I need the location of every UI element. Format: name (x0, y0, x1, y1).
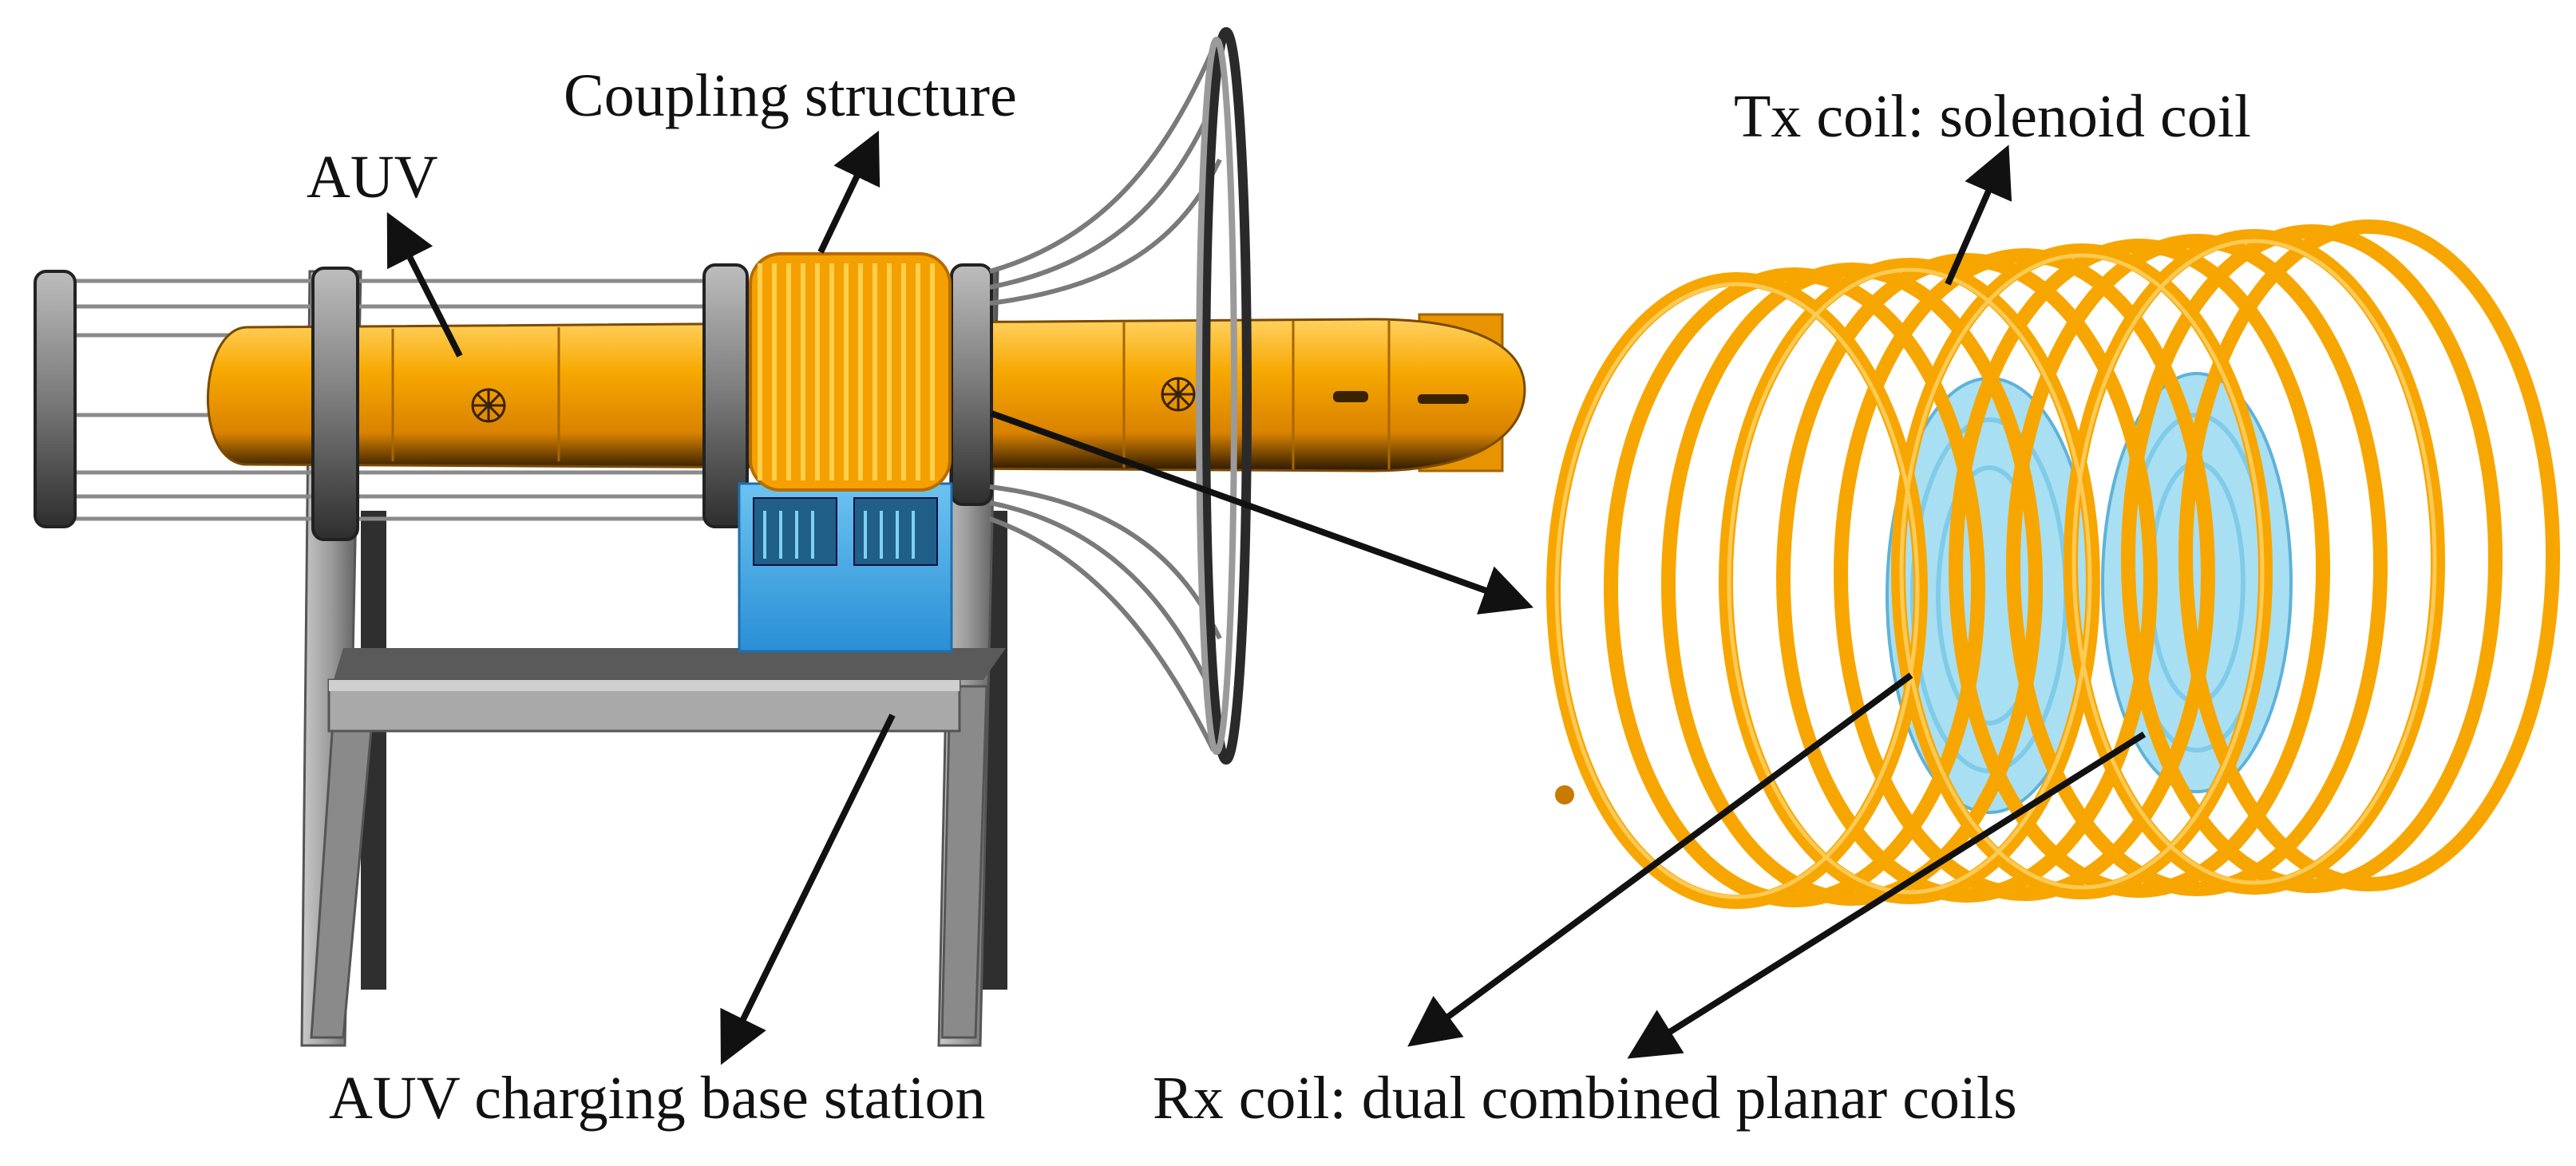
label-rx-coil: Rx coil: dual combined planar coils (1153, 1065, 2017, 1132)
label-tx-coil: Tx coil: solenoid coil (1734, 83, 2252, 150)
tx-solenoid-coil (1546, 219, 2560, 909)
arrow-icon (1945, 144, 2012, 286)
label-auv: AUV (307, 144, 438, 211)
label-base-station: AUV charging base station (329, 1065, 986, 1132)
auv-propeller-icon (1161, 377, 1196, 412)
arrow-icon (720, 713, 896, 1065)
coil-end (1555, 785, 1574, 804)
cage-rings (311, 263, 993, 541)
arrow-icon (817, 130, 880, 254)
arrow-icon (990, 410, 1534, 615)
funnel-ring (1201, 27, 1252, 765)
arrow-icon (386, 211, 463, 358)
arrow-icon (1407, 672, 1913, 1047)
electronics-box (738, 482, 953, 653)
docking-funnel (988, 46, 1222, 752)
label-coupling-structure: Coupling structure (564, 62, 1017, 129)
coupling-coil (749, 252, 952, 492)
auv-propeller-icon (471, 388, 506, 423)
arrow-icon (1627, 731, 2147, 1059)
arrows (386, 130, 2147, 1065)
